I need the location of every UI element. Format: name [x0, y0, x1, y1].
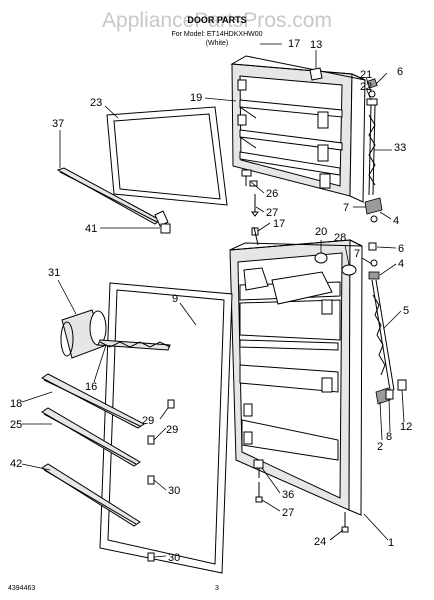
freezer-door-edge: [349, 73, 366, 203]
callout: 9: [172, 293, 178, 305]
callout: 2: [377, 441, 383, 453]
callout: 13: [310, 39, 322, 51]
callout: 26: [266, 188, 278, 200]
callout: 7: [354, 248, 360, 260]
callout: 19: [190, 92, 202, 104]
callout: 23: [90, 97, 102, 109]
callout: 33: [394, 142, 406, 154]
callout: 29: [142, 415, 154, 427]
lower-hinge-hardware: [368, 242, 407, 405]
callout: 16: [85, 381, 97, 393]
callout: 17: [273, 218, 285, 230]
fresh-food-door-assembly: [229, 239, 363, 516]
callout: 4: [393, 215, 399, 227]
color-line: (White): [206, 40, 229, 47]
callout: 7: [343, 202, 349, 214]
crisper-cover: [60, 309, 107, 359]
callout: 12: [400, 421, 412, 433]
callout: 4: [398, 258, 404, 270]
callout-numbers: 17 13 6 21 22 23 19 37 33 26 27 7 4 41 1…: [10, 38, 412, 564]
freezer-breaker-strip: [56, 167, 169, 227]
callout: 6: [398, 243, 404, 255]
callout: 28: [334, 232, 346, 244]
callout: 30: [168, 485, 180, 497]
callout: 25: [10, 419, 22, 431]
callout: 17: [288, 38, 300, 50]
diagram-title: DOOR PARTS: [187, 15, 246, 25]
callout: 30: [168, 552, 180, 564]
callout: 20: [315, 226, 327, 238]
callout: 5: [403, 305, 409, 317]
callout: 1: [388, 537, 394, 549]
fresh-food-breaker-strips: [41, 373, 145, 527]
callout: 37: [52, 118, 64, 130]
freezer-gasket: [106, 106, 228, 206]
callout: 24: [314, 536, 326, 548]
callout: 18: [10, 398, 22, 410]
callout: 27: [266, 207, 278, 219]
watermark: AppliancePartsPros.com: [102, 9, 332, 32]
page-number: 3: [215, 585, 219, 592]
callout: 42: [10, 458, 22, 470]
freezer-door-assembly: [230, 55, 366, 203]
callout: 29: [166, 424, 178, 436]
upper-hinge-hardware: [364, 78, 383, 223]
callout: 8: [386, 431, 392, 443]
spring-part: [97, 339, 171, 351]
callout: 36: [282, 489, 294, 501]
callout: 22: [360, 81, 372, 93]
fresh-food-small-parts: [253, 226, 357, 276]
callout: 31: [48, 267, 60, 279]
lower-screws: [253, 459, 349, 533]
retainer-clips: [147, 399, 175, 562]
callout: 41: [85, 223, 97, 235]
callout: 27: [282, 507, 294, 519]
callout: 6: [397, 66, 403, 78]
leader-lines: [21, 43, 405, 558]
fresh-food-door-edge: [348, 239, 363, 516]
document-number: 4394463: [8, 585, 35, 592]
callout: 21: [360, 69, 372, 81]
model-line: For Model: ET14HDKXHW00: [171, 31, 262, 38]
